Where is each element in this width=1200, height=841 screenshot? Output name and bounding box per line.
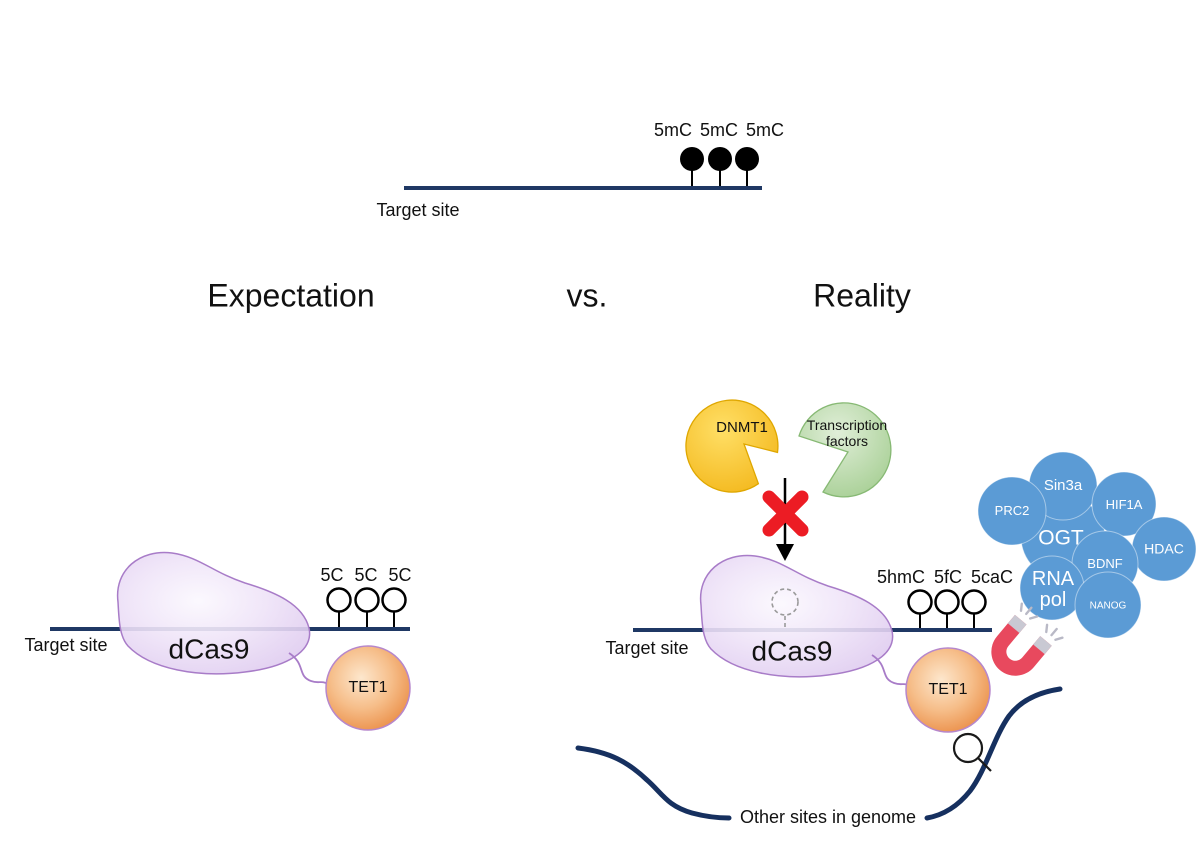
top-dna-diagram (404, 147, 762, 190)
interactor-bubbles (977, 451, 1197, 639)
bubble-prc2-label: PRC2 (994, 502, 1030, 518)
mark-label: 5mC (653, 120, 692, 141)
bubble-ogt-label: OGT (1038, 526, 1084, 550)
oxidized-lollipop-heads (907, 589, 987, 615)
mark-label: 5C (388, 565, 412, 586)
mark-label: 5mC (746, 120, 785, 141)
heading-expectation: Expectation (207, 277, 375, 314)
reality-dcas9-label: dCas9 (751, 635, 833, 667)
linker-squiggle (288, 652, 329, 685)
transcription-factors-label: Transcription factors (806, 416, 888, 449)
reality-tet1-label: TET1 (928, 681, 968, 699)
block-x-icon (762, 490, 809, 537)
magnet-icon (991, 602, 1064, 676)
unmethylated-lollipop-heads (326, 587, 407, 613)
methylated-lollipop-heads (680, 147, 759, 171)
bubble-prc2 (977, 476, 1047, 546)
tet1-sphere (325, 645, 411, 731)
tet1-sphere (905, 647, 991, 733)
bubble-hif1a-label: HIF1A (1105, 496, 1143, 512)
bubble-nanog-label: NANOG (1089, 600, 1127, 612)
offtarget-lollipop (952, 732, 992, 772)
bubble-hdac-label: HDAC (1144, 540, 1184, 557)
genome-curve (575, 686, 1063, 821)
heading-versus: vs. (566, 277, 608, 314)
reality-diagram (575, 399, 1197, 821)
mark-label: 5mC (699, 120, 739, 141)
linker-squiggle (871, 654, 910, 687)
bubble-hif1a (1091, 471, 1157, 537)
top-target-site-label: Target site (376, 200, 460, 221)
heading-reality: Reality (813, 277, 911, 314)
mark-label: 5caC (971, 567, 1014, 588)
bubble-nanog (1074, 571, 1142, 639)
dcas9-blob (116, 551, 311, 675)
dnmt1-label: DNMT1 (716, 418, 768, 436)
mark-label: 5hmC (876, 567, 925, 588)
reality-target-site-label: Target site (605, 638, 689, 659)
absent-mark-dashed-lollipop (771, 588, 799, 629)
expectation-dcas9-label: dCas9 (168, 633, 250, 665)
expectation-target-site-label: Target site (24, 635, 108, 656)
expectation-tet1-label: TET1 (348, 679, 388, 697)
top-methylation-labels: 5mC 5mC 5mC (653, 120, 785, 141)
mark-label: 5C (354, 565, 378, 586)
bubble-rna-pol-label: RNA pol (1031, 568, 1075, 611)
other-sites-label: Other sites in genome (739, 807, 917, 828)
dnmt1-pacman (685, 399, 779, 493)
reality-mark-labels: 5hmC 5fC 5caC (876, 567, 1014, 588)
mark-label: 5fC (933, 567, 962, 588)
dcas9-blob (699, 554, 894, 678)
expectation-mark-labels: 5C 5C 5C (320, 565, 412, 586)
mark-label: 5C (320, 565, 344, 586)
transcription-factors-pacman (798, 402, 892, 498)
bubble-sin3a-label: Sin3a (1043, 476, 1083, 494)
expectation-diagram (50, 551, 411, 731)
bubble-bdnf-label: BDNF (1087, 555, 1123, 571)
